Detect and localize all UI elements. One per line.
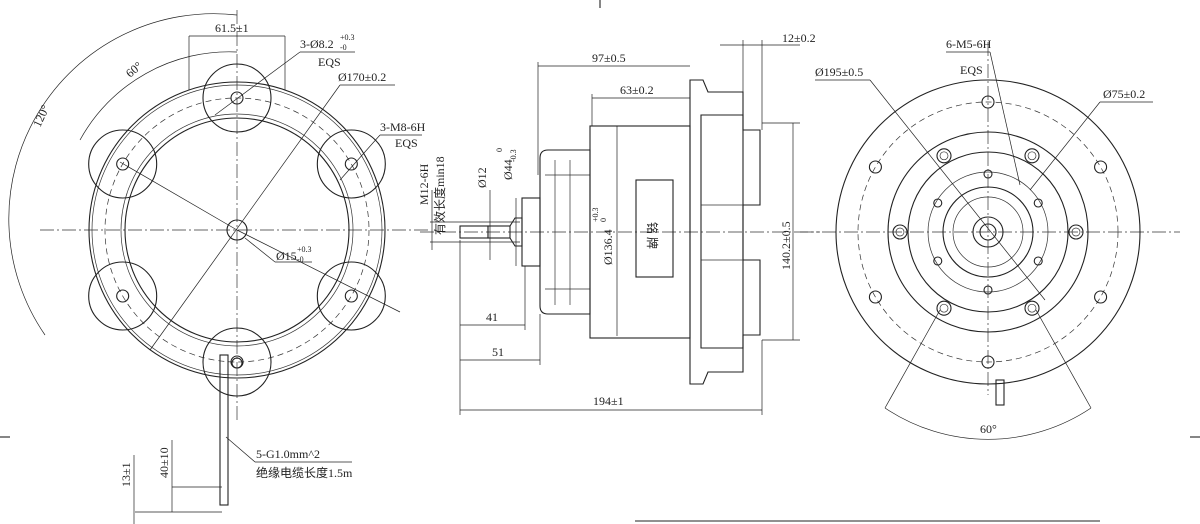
- boss-hole: [1068, 224, 1084, 240]
- flange-hole: [981, 355, 995, 369]
- dim-41: 41: [486, 310, 498, 324]
- dia-170-label: Ø170±0.2: [338, 70, 386, 84]
- scallop-arc: [316, 261, 386, 331]
- scallop-arc: [202, 327, 272, 397]
- scallop-arc: [88, 261, 158, 331]
- dim-97: 97±0.5: [592, 51, 626, 65]
- boss-hole-inner: [1027, 151, 1037, 161]
- mount-hole: [116, 157, 130, 171]
- thread-m8-label: 3-M8-6H: [380, 120, 426, 134]
- dia-195-label: Ø195±0.5: [815, 65, 863, 79]
- boss-hole: [936, 148, 952, 164]
- dia-75-label: Ø75±0.2: [1103, 87, 1145, 101]
- flange-hole: [868, 160, 882, 174]
- holes-tol-upper: +0.3: [340, 33, 355, 42]
- dim-40: 40±10: [157, 447, 171, 478]
- mount-hole: [344, 289, 358, 303]
- hub-tol-upper: 0: [495, 148, 504, 152]
- scallop-arc: [316, 129, 386, 199]
- side-view: 铭 牌 97±0.5 63±0.2 12±0.2 140.2±0.5 Ø136.…: [417, 31, 820, 415]
- dim-194: 194±1: [593, 394, 624, 408]
- rear-angle-60: 60°: [980, 422, 997, 436]
- holes-eqs: EQS: [318, 55, 341, 69]
- dim-63: 63±0.2: [620, 83, 654, 97]
- body-tol-upper: +0.3: [591, 207, 600, 222]
- scallop-arc: [202, 63, 272, 133]
- hub-dia: Ø44: [501, 159, 515, 180]
- cable-length: 绝缘电缆长度1.5m: [256, 465, 353, 480]
- nameplate-label: 铭 牌: [645, 222, 660, 249]
- scallop-arc: [88, 129, 158, 199]
- mount-hole: [116, 289, 130, 303]
- boss-hole-inner: [939, 151, 949, 161]
- thread-depth: 有效长度min18: [432, 156, 447, 235]
- holes-tol-lower: -0: [340, 43, 347, 52]
- dim-61-5: 61.5±1: [215, 21, 249, 35]
- m5-hole: [933, 256, 943, 266]
- angle-60-label: 60°: [123, 59, 145, 81]
- dim-51: 51: [492, 345, 504, 359]
- hub-tol-lower: -0.3: [509, 149, 518, 162]
- thread-m5-label: 6-M5-6H: [946, 37, 992, 51]
- mount-hole: [344, 157, 358, 171]
- m5-hole: [983, 285, 993, 295]
- boss-hole: [1024, 300, 1040, 316]
- flange-hole: [868, 290, 882, 304]
- thread-m5-eqs: EQS: [960, 63, 983, 77]
- holes-label: 3-Ø8.2: [300, 37, 334, 51]
- front-view: 61.5±1 60° 120° 3-Ø8.2 +0.3 -0 EQS Ø170±…: [8, 10, 430, 524]
- body-dia: Ø136.4: [601, 229, 615, 265]
- m5-hole: [1033, 256, 1043, 266]
- center-hole-label: Ø15: [276, 249, 297, 263]
- cable-spec: 5-G1.0mm^2: [256, 447, 320, 461]
- boss-hole: [936, 300, 952, 316]
- dim-13: 13±1: [119, 462, 133, 487]
- flange-hole: [981, 95, 995, 109]
- boss-hole-inner: [1027, 303, 1037, 313]
- flange-hole: [1094, 160, 1108, 174]
- m5-hole: [983, 169, 993, 179]
- shaft-thread: M12-6H: [417, 163, 431, 205]
- center-tol-upper: +0.3: [297, 245, 312, 254]
- dim-140: 140.2±0.5: [779, 221, 793, 270]
- rear-view: Ø195±0.5 6-M5-6H EQS Ø75±0.2 60°: [800, 37, 1180, 440]
- dim-12: 12±0.2: [782, 31, 816, 45]
- boss-hole: [1024, 148, 1040, 164]
- m5-hole: [933, 198, 943, 208]
- m5-hole: [1033, 198, 1043, 208]
- thread-m8-eqs: EQS: [395, 136, 418, 150]
- mount-hole: [230, 91, 244, 105]
- shaft-dia: Ø12: [475, 167, 489, 188]
- flange-hole: [1094, 290, 1108, 304]
- boss-hole-inner: [939, 303, 949, 313]
- boss-hole-inner: [895, 227, 905, 237]
- angle-120-label: 120°: [30, 103, 52, 130]
- boss-hole: [892, 224, 908, 240]
- center-tol-lower: -0: [297, 255, 304, 264]
- body-tol-lower: 0: [599, 218, 608, 222]
- boss-hole-inner: [1071, 227, 1081, 237]
